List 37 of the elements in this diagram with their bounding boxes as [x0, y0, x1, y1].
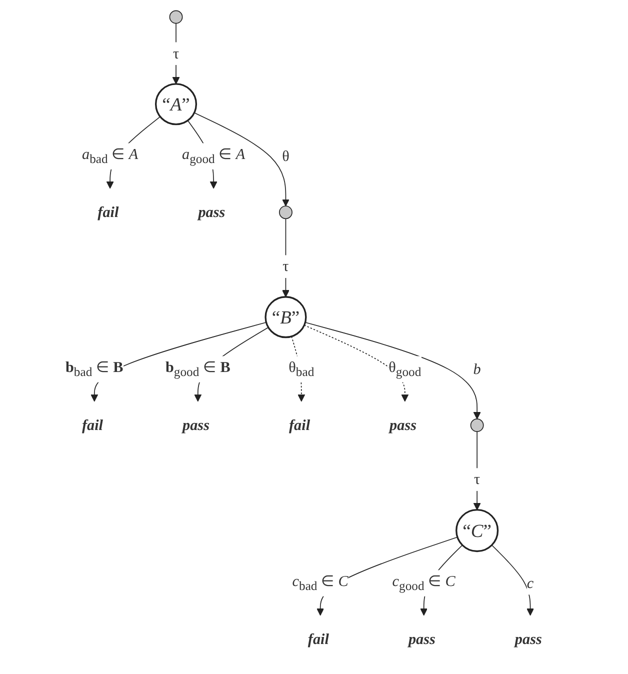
edge-label: c$_{good}$ ∈ C — [392, 572, 456, 594]
node-text: pass — [198, 203, 226, 220]
edge-label: b$_{good}$ ∈ B — [166, 358, 230, 380]
arrow — [492, 544, 534, 616]
edge-label: θ$_{good}$ — [388, 358, 422, 380]
edge-label: a$_{good}$ ∈ A — [182, 146, 246, 166]
edge-label: c — [527, 574, 534, 592]
node-circle: “C” — [456, 509, 499, 552]
node-text: fail — [82, 416, 104, 434]
node-text: pass — [408, 630, 436, 648]
arrow — [304, 322, 481, 420]
node-circle: “B” — [264, 296, 307, 338]
node-text: fail — [308, 630, 330, 648]
node-text: fail — [98, 203, 119, 220]
node-circle — [169, 10, 183, 24]
arrow — [172, 22, 180, 84]
node-circle — [470, 418, 484, 432]
arrow — [194, 112, 290, 206]
edge-label: b$_{bad}$ ∈ B — [66, 358, 124, 380]
edge-label: τ — [173, 44, 180, 62]
node-text: pass — [515, 630, 542, 648]
node-text: fail — [289, 416, 310, 434]
node-circle: “A” — [155, 83, 198, 126]
node-circle — [279, 206, 293, 220]
arrow — [316, 536, 458, 616]
edge-label: b — [473, 360, 482, 378]
edge-label: τ — [282, 258, 289, 275]
arrow — [282, 218, 290, 298]
arrow — [474, 431, 481, 510]
edge-label: θ$_{bad}$ — [288, 358, 314, 380]
node-text: pass — [390, 416, 417, 434]
edge-label: θ — [282, 147, 290, 164]
edge-label: τ — [474, 470, 480, 488]
node-text: pass — [182, 416, 210, 434]
arrow — [90, 322, 267, 402]
edge-label: a$_{bad}$ ∈ A — [82, 146, 138, 166]
edge-label: c$_{bad}$ ∈ C — [292, 572, 349, 594]
